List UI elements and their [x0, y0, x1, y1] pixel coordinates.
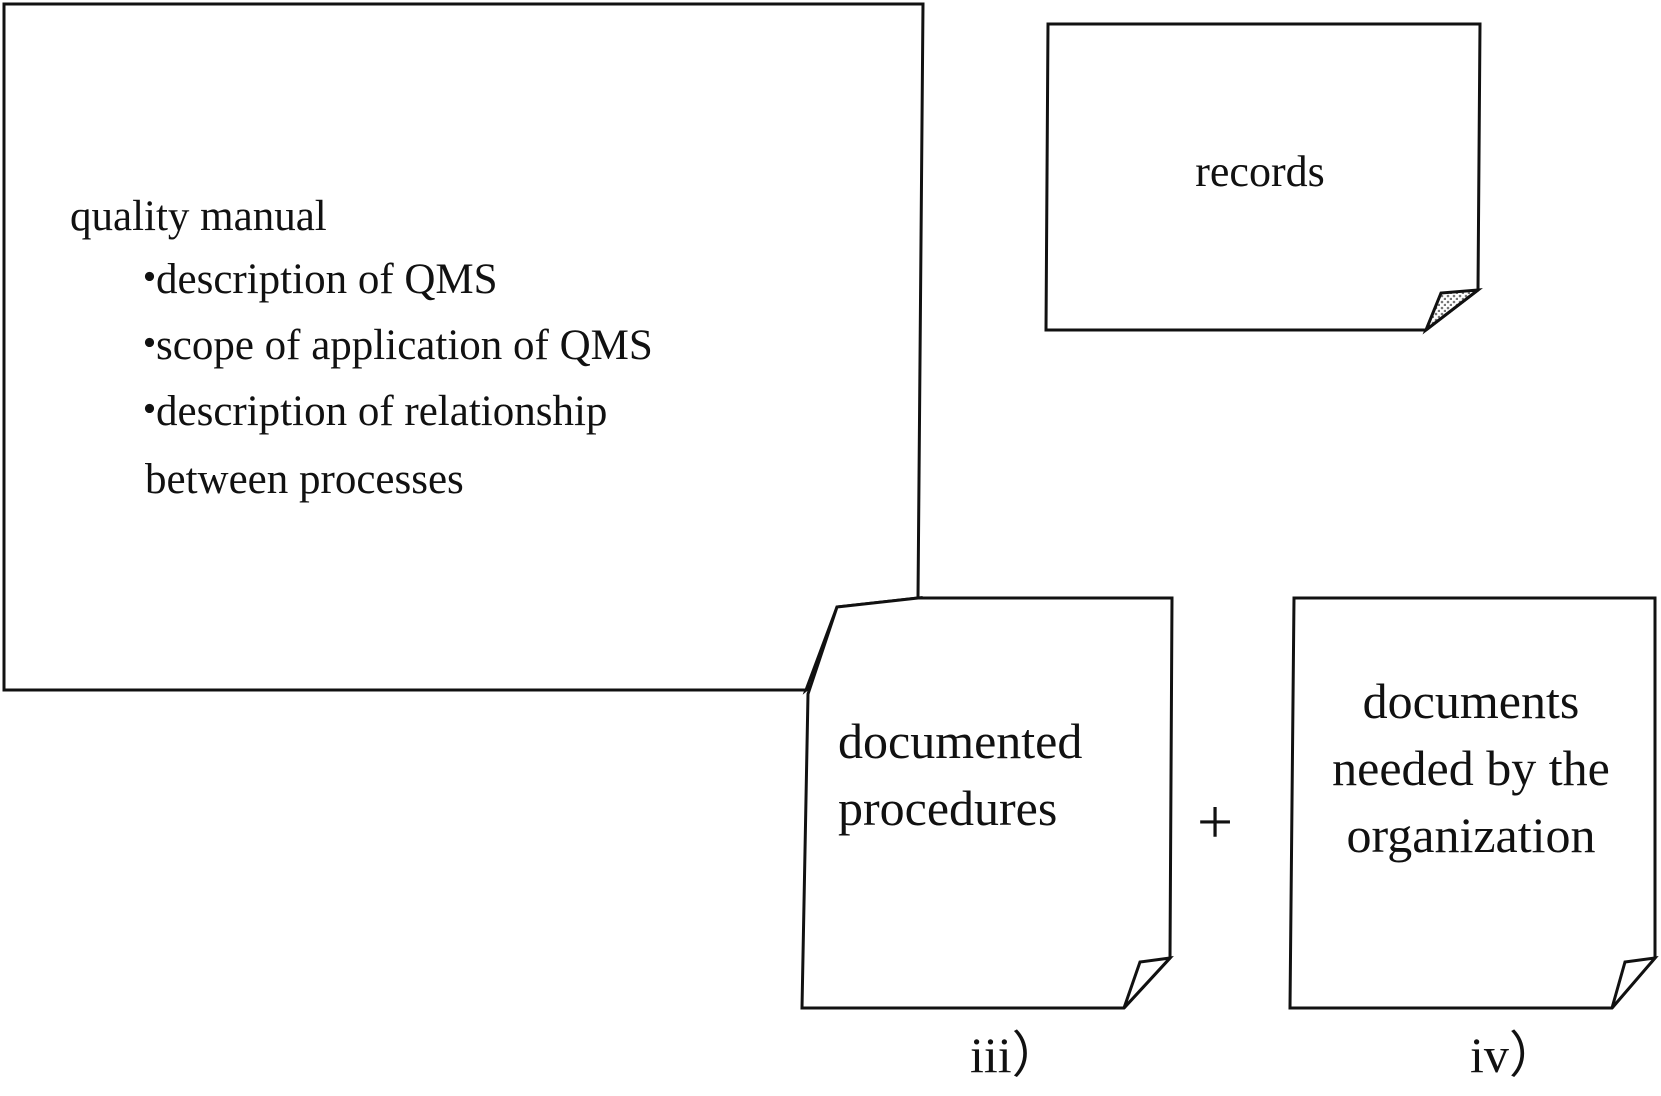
organization-documents-label: documents needed by the organization	[1332, 673, 1610, 863]
manual-bullet-item: ・scope of application of QMS	[128, 324, 653, 367]
bullet-text: scope of application of QMS	[156, 322, 653, 369]
quality-manual-title: quality manual	[70, 193, 327, 240]
manual-bullet-item: ・description of relationship	[128, 390, 607, 433]
bullet-text: description of relationship	[156, 388, 608, 435]
procedures-caption: iii）	[970, 1027, 1062, 1083]
bullet-dot: ・	[128, 256, 171, 303]
manual-bullet-item: ・description of QMS	[128, 258, 498, 301]
records-label: records	[1195, 147, 1325, 196]
manual-bullet-continuation: between processes	[145, 456, 464, 503]
plus-sign: +	[1197, 786, 1234, 857]
procedures-label: documented procedures	[838, 713, 1083, 836]
bullet-text: description of QMS	[156, 256, 498, 303]
organization-documents-caption: iv）	[1470, 1027, 1559, 1083]
procedures-page	[800, 596, 1174, 1010]
records-page	[1044, 22, 1483, 335]
organization-documents-page	[1288, 596, 1659, 1010]
bullet-dot: ・	[128, 322, 171, 369]
bullet-dot: ・	[128, 388, 171, 435]
